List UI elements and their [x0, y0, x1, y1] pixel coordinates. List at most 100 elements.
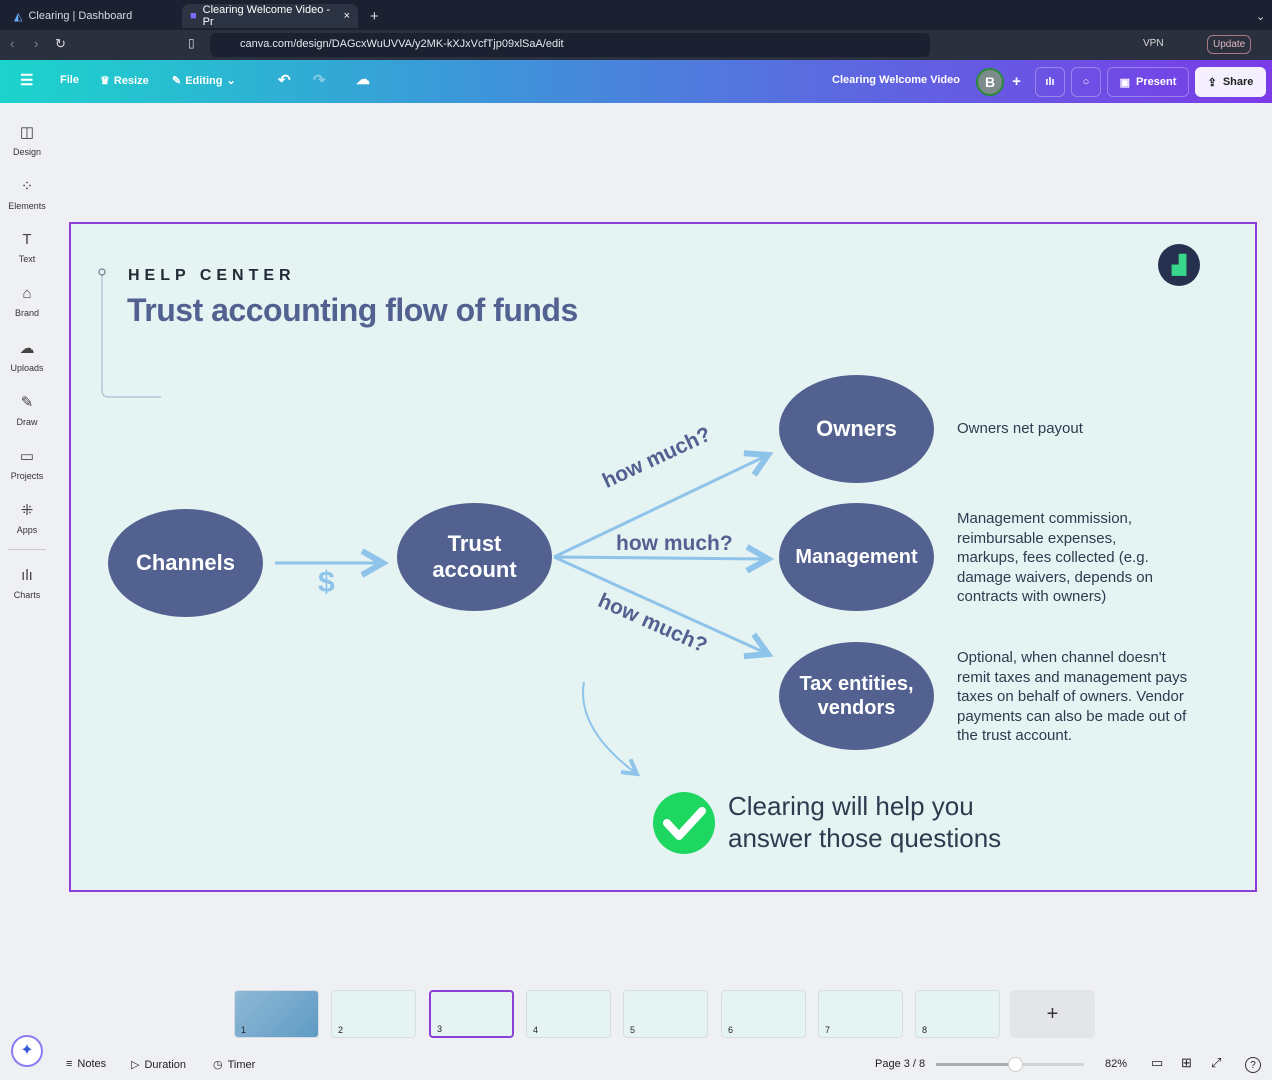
- tab-list-chevron-icon[interactable]: ⌄: [1256, 10, 1266, 23]
- bookmark-icon[interactable]: ▯: [188, 36, 195, 50]
- insights-button[interactable]: ılı: [1035, 67, 1065, 97]
- node-trust-account: Trust account: [397, 503, 552, 611]
- elements-icon: ⁘: [20, 178, 34, 195]
- sidebar-item-draw[interactable]: ✎Draw: [0, 393, 54, 427]
- sidebar-item-design[interactable]: ◫Design: [0, 123, 54, 157]
- page-thumbnail[interactable]: 5: [623, 990, 708, 1038]
- title-bracket-dot: [98, 268, 106, 276]
- magic-assistant-button[interactable]: ✦: [11, 1035, 43, 1067]
- timer-button[interactable]: ◷Timer: [213, 1058, 256, 1072]
- present-button[interactable]: ▣Present: [1107, 67, 1189, 97]
- zoom-level[interactable]: 82%: [1105, 1058, 1128, 1070]
- eyebrow-label: HELP CENTER: [128, 267, 296, 284]
- page-thumbnail[interactable]: 4: [526, 990, 611, 1038]
- present-icon: ▣: [1119, 76, 1131, 89]
- new-tab-button[interactable]: +: [370, 7, 379, 25]
- slide-canvas[interactable]: HELP CENTER Trust accounting flow of fun…: [69, 222, 1257, 892]
- editor-toolbar: ☰ File ♛Resize ✎Editing⌄ ↶ ↷ ☁ Clearing …: [0, 60, 1272, 103]
- redo-icon[interactable]: ↷: [313, 72, 326, 89]
- pencil-icon: ✎: [172, 75, 182, 87]
- avatar[interactable]: B: [976, 68, 1004, 96]
- checkmark-icon: [663, 807, 706, 840]
- node-tax-entities: Tax entities, vendors: [779, 642, 934, 750]
- add-collaborator-button[interactable]: +: [1012, 73, 1021, 90]
- undo-icon[interactable]: ↶: [278, 72, 291, 89]
- charts-icon: ılı: [21, 567, 33, 584]
- tab-dashboard[interactable]: ◭Clearing | Dashboard: [14, 10, 133, 23]
- page-view-icon[interactable]: ▭: [1151, 1055, 1164, 1070]
- page-thumbnail-current[interactable]: 3: [429, 990, 514, 1038]
- page-thumbnail[interactable]: 8: [915, 990, 1000, 1038]
- update-button[interactable]: Update: [1207, 35, 1252, 54]
- design-icon: ◫: [19, 124, 35, 141]
- chevron-down-icon: ⌄: [226, 75, 236, 87]
- node-owners: Owners: [779, 375, 934, 483]
- notes-button[interactable]: ≡Notes: [66, 1058, 107, 1070]
- tab-canva[interactable]: ■Clearing Welcome Video - Pr×: [182, 4, 358, 28]
- arrow-trust-owners: [553, 455, 768, 559]
- arrow-trust-tax: [553, 555, 768, 654]
- upload-cloud-icon: ☁: [19, 340, 35, 357]
- clearing-favicon-icon: ◭: [14, 10, 23, 23]
- owners-description: Owners net payout: [957, 420, 1083, 437]
- grid-view-icon[interactable]: ⊞: [1181, 1055, 1192, 1070]
- arrow-trust-management: [553, 557, 768, 559]
- how-much-label-management: how much?: [616, 532, 733, 555]
- vpn-button[interactable]: VPN: [1143, 38, 1164, 49]
- back-icon[interactable]: ‹: [10, 36, 15, 51]
- sidebar-item-uploads[interactable]: ☁Uploads: [0, 339, 54, 373]
- comments-button[interactable]: ○: [1071, 67, 1101, 97]
- sidebar-item-brand[interactable]: ⌂Brand: [0, 285, 54, 318]
- page-thumbnail[interactable]: 1: [234, 990, 319, 1038]
- close-tab-icon[interactable]: ×: [343, 10, 350, 22]
- fullscreen-icon[interactable]: ⤢: [1211, 1055, 1222, 1070]
- apps-icon: ⁜: [20, 502, 34, 519]
- cloud-saved-icon[interactable]: ☁: [356, 71, 370, 87]
- check-circle-icon: [653, 792, 715, 854]
- duration-button[interactable]: ▷Duration: [131, 1058, 187, 1072]
- share-icon: ⇪: [1207, 76, 1217, 89]
- page-indicator[interactable]: Page 3 / 8: [875, 1058, 926, 1070]
- add-page-button[interactable]: +: [1010, 990, 1095, 1038]
- sidebar-item-apps[interactable]: ⁜Apps: [0, 501, 54, 535]
- help-icon[interactable]: ?: [1245, 1057, 1261, 1073]
- folder-icon: ▭: [19, 448, 35, 465]
- bar-chart-icon: ılı: [1045, 76, 1055, 88]
- zoom-slider-fill: [936, 1063, 1016, 1066]
- document-title[interactable]: Clearing Welcome Video: [832, 74, 960, 86]
- reload-icon[interactable]: ↻: [55, 36, 66, 51]
- management-description: Management commission, reimbursable expe…: [957, 510, 1153, 605]
- curved-arrow: [582, 681, 637, 774]
- draw-icon: ✎: [20, 394, 34, 411]
- brand-icon: ⌂: [22, 285, 32, 302]
- sidebar-item-projects[interactable]: ▭Projects: [0, 447, 54, 481]
- dollar-sign: $: [318, 566, 335, 599]
- duration-icon: ▷: [131, 1059, 140, 1071]
- slide-graphics: [98, 268, 1259, 854]
- menu-icon[interactable]: ☰: [20, 72, 34, 89]
- canva-favicon-icon: ■: [190, 10, 197, 22]
- editing-dropdown[interactable]: ✎Editing⌄: [172, 74, 236, 88]
- conclusion-text: Clearing will help you answer those ques…: [728, 791, 1002, 853]
- tax-description: Optional, when channel doesn't remit tax…: [957, 649, 1188, 744]
- share-button[interactable]: ⇪Share: [1195, 67, 1266, 97]
- node-channels: Channels: [108, 509, 263, 617]
- page-thumbnail[interactable]: 2: [331, 990, 416, 1038]
- zoom-slider-handle[interactable]: [1008, 1057, 1023, 1072]
- page-thumbnail[interactable]: 7: [818, 990, 903, 1038]
- zoom-slider[interactable]: [936, 1057, 1084, 1072]
- crown-icon: ♛: [100, 75, 110, 87]
- browser-tab-bar: ◭Clearing | Dashboard ■Clearing Welcome …: [0, 0, 1272, 30]
- page-thumbnail[interactable]: 6: [721, 990, 806, 1038]
- forward-icon[interactable]: ›: [34, 36, 39, 51]
- file-menu[interactable]: File: [60, 74, 79, 86]
- slide-title: Trust accounting flow of funds: [127, 292, 578, 328]
- resize-button[interactable]: ♛Resize: [100, 74, 149, 88]
- url-field[interactable]: canva.com/design/DAGcxWuUVVA/y2MK-kXJxVc…: [210, 33, 930, 57]
- sidebar-item-elements[interactable]: ⁘Elements: [0, 177, 54, 211]
- node-management: Management: [779, 503, 934, 611]
- title-bracket-line: [101, 274, 161, 398]
